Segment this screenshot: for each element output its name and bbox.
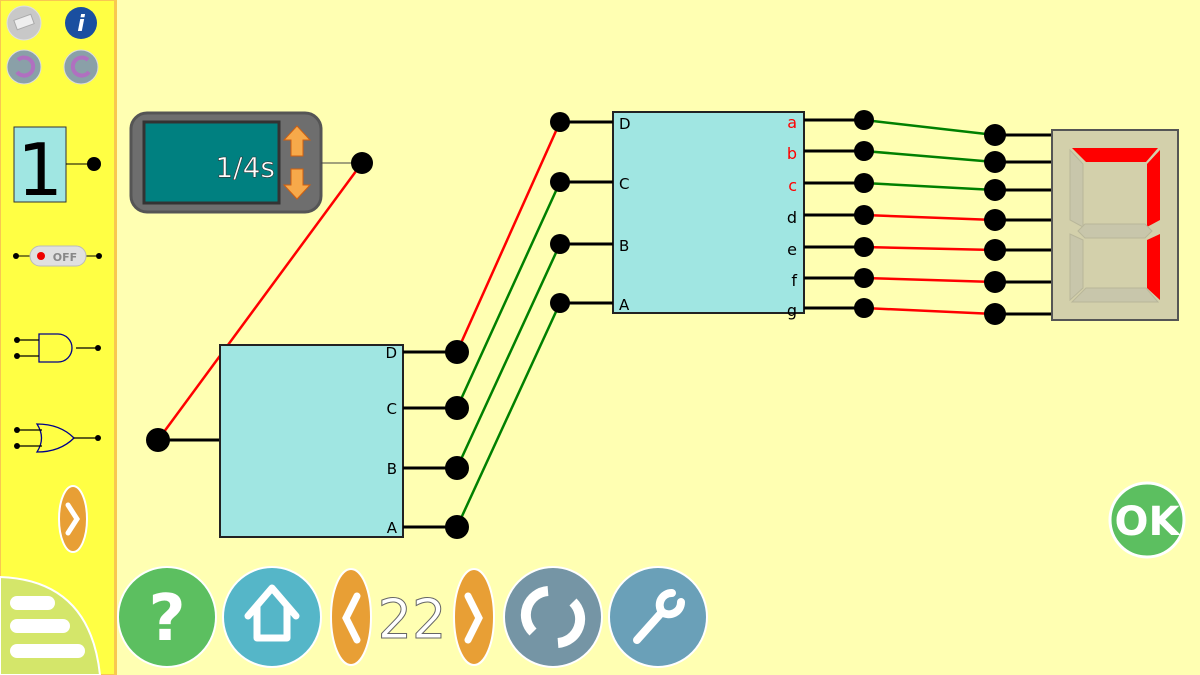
info-icon[interactable]: i xyxy=(65,7,97,39)
decoder-output-label: e xyxy=(787,240,797,259)
chevron-right-icon xyxy=(464,592,483,644)
counter-output-node[interactable] xyxy=(445,396,469,420)
wrench-icon xyxy=(633,589,685,644)
wire-g xyxy=(863,306,996,316)
counter-output-node[interactable] xyxy=(445,456,469,480)
wire-A xyxy=(455,302,562,528)
palette-or-gate[interactable] xyxy=(14,423,101,453)
wire-clock-counter xyxy=(156,162,364,441)
decoder-input-label: B xyxy=(619,237,629,255)
segment-e xyxy=(1069,233,1084,302)
counter-output-label: D xyxy=(385,344,397,362)
decoder-input-node[interactable] xyxy=(550,234,570,254)
display-input-node[interactable] xyxy=(984,239,1006,261)
decoder-output-node[interactable] xyxy=(854,173,874,193)
counter-output-node[interactable] xyxy=(445,340,469,364)
help-button[interactable]: ? xyxy=(117,566,217,668)
segment-d xyxy=(1070,287,1160,303)
decoder-output-label: f xyxy=(791,271,797,290)
ok-label: OK xyxy=(1115,499,1182,545)
wire-f xyxy=(863,276,996,284)
decoder-output-label: a xyxy=(787,113,797,132)
decoder-output-node[interactable] xyxy=(854,237,874,257)
home-button[interactable] xyxy=(222,566,322,668)
decoder-output-node[interactable] xyxy=(854,268,874,288)
wires xyxy=(156,118,996,528)
display-input-node[interactable] xyxy=(984,303,1006,325)
display-input-node[interactable] xyxy=(984,124,1006,146)
segment-b xyxy=(1147,150,1160,227)
arrow-down-icon[interactable] xyxy=(282,168,312,200)
reload-icon xyxy=(520,586,586,648)
previous-level-button[interactable] xyxy=(330,568,372,666)
decoder-output-label: d xyxy=(787,208,797,227)
decoder-output-node[interactable] xyxy=(854,110,874,130)
next-level-button[interactable] xyxy=(453,568,495,666)
display-input-node[interactable] xyxy=(984,179,1006,201)
chevron-left-icon xyxy=(342,592,361,644)
segment-g xyxy=(1077,223,1153,239)
redo-icon[interactable] xyxy=(63,49,99,85)
settings-button[interactable] xyxy=(608,566,708,668)
decoder-output-node[interactable] xyxy=(854,205,874,225)
counter-output-node[interactable] xyxy=(445,515,469,539)
palette-toggle-switch[interactable]: OFF xyxy=(13,245,102,267)
decoder-input-node[interactable] xyxy=(550,172,570,192)
segment-f xyxy=(1069,148,1084,228)
decoder-output-node[interactable] xyxy=(854,298,874,318)
help-icon: ? xyxy=(148,582,185,656)
digit-label: 1 xyxy=(17,128,63,212)
decoder-output-label: g xyxy=(787,301,797,320)
wire-d xyxy=(863,213,996,222)
counter-output-label: B xyxy=(387,460,397,478)
wire-b xyxy=(863,149,996,164)
decoder-input-label: C xyxy=(619,175,629,193)
decoder-input-label: D xyxy=(619,115,631,133)
clock-frequency: 1/4s xyxy=(215,151,275,184)
home-icon xyxy=(244,584,300,642)
decoder-input-node[interactable] xyxy=(550,112,570,132)
wire-D xyxy=(455,121,562,353)
counter-output-label: C xyxy=(387,400,397,418)
display-input-node[interactable] xyxy=(984,271,1006,293)
wire-c xyxy=(863,181,996,192)
palette-digit-source[interactable]: 1 xyxy=(13,126,101,212)
reload-button[interactable] xyxy=(503,566,603,668)
decoder-output-label: b xyxy=(787,144,797,163)
bcd-counter[interactable]: D C B A xyxy=(158,344,457,538)
undo-icon[interactable] xyxy=(6,49,42,85)
seven-segment-display[interactable] xyxy=(995,129,1179,321)
decoder-input-label: A xyxy=(619,296,630,314)
clock-output-node[interactable] xyxy=(351,152,373,174)
decoder-input-node[interactable] xyxy=(550,293,570,313)
counter-output-label: A xyxy=(387,519,398,537)
eraser-icon[interactable] xyxy=(6,5,42,41)
wire-B xyxy=(455,243,562,469)
decoder-output-node[interactable] xyxy=(854,141,874,161)
counter-input-node[interactable] xyxy=(146,428,170,452)
menu-button[interactable] xyxy=(0,575,102,675)
wire-a xyxy=(863,118,996,137)
arrow-up-icon[interactable] xyxy=(282,125,312,157)
decoder-output-label: c xyxy=(788,176,797,195)
switch-label: OFF xyxy=(53,251,77,264)
palette-next-button[interactable] xyxy=(58,485,88,553)
segment-c xyxy=(1147,234,1160,300)
svg-text:i: i xyxy=(77,12,85,37)
wire-e xyxy=(863,245,996,252)
display-input-node[interactable] xyxy=(984,209,1006,231)
ok-button[interactable]: OK xyxy=(1108,481,1186,559)
segment-a xyxy=(1072,148,1158,162)
wire-C xyxy=(455,181,562,409)
palette-and-gate[interactable] xyxy=(14,333,101,363)
level-number: 22 xyxy=(378,588,447,651)
display-input-node[interactable] xyxy=(984,151,1006,173)
clock-component[interactable]: 1/4s xyxy=(129,111,362,214)
